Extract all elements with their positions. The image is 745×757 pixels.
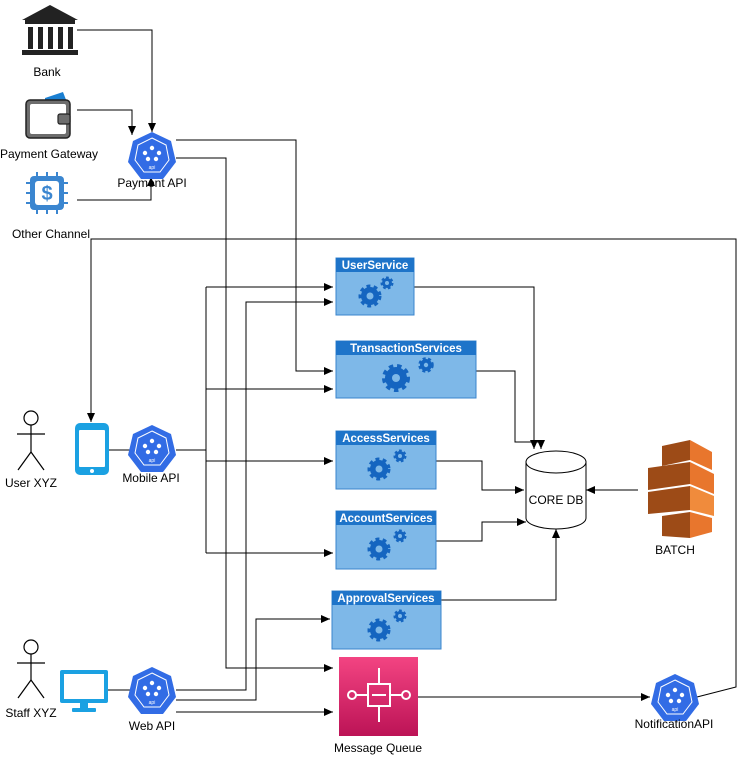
payment-api-icon[interactable]: api: [128, 132, 176, 179]
web-api-label: Web API: [129, 719, 175, 733]
account-services-box[interactable]: AccountServices: [335, 510, 437, 570]
bank-icon: [22, 5, 78, 55]
edge-access-to-db: [436, 460, 524, 494]
core-db-label: CORE DB: [529, 493, 584, 507]
svg-text:api: api: [149, 700, 156, 706]
svg-text:api: api: [149, 458, 156, 464]
mobile-api-label: Mobile API: [122, 471, 179, 485]
notification-api-icon[interactable]: api: [651, 674, 699, 721]
gear-icon: [367, 529, 407, 561]
edge-payment-to-mq: [176, 157, 333, 672]
gear-icon: [358, 276, 394, 308]
message-queue-label: Message Queue: [334, 741, 422, 755]
core-db-cylinder[interactable]: CORE DB: [525, 450, 587, 530]
payment-api-label: Payment API: [117, 176, 186, 190]
edge-payment-to-transaction: [176, 139, 333, 375]
gear-icon: [382, 357, 434, 392]
edge-notification-to-phone: [87, 238, 737, 698]
svg-text:api: api: [672, 707, 679, 713]
approval-services-title: ApprovalServices: [337, 593, 434, 605]
message-queue-icon[interactable]: [339, 657, 418, 736]
user-label: User XYZ: [5, 476, 57, 490]
edge-approval-to-db: [441, 529, 560, 601]
user-service-box[interactable]: UserService: [335, 257, 415, 316]
edge-user-to-db: [414, 286, 538, 449]
user-actor-icon: [17, 410, 45, 471]
notification-api-label: NotificationAPI: [635, 717, 714, 731]
dollar-chip-icon: $: [26, 172, 68, 214]
payment-gateway-label: Payment Gateway: [0, 147, 98, 161]
edge-transaction-to-db: [476, 370, 545, 449]
edge-web-to-user: [176, 298, 333, 691]
svg-text:api: api: [149, 165, 156, 171]
connectors: [77, 29, 737, 716]
edge-gateway-to-payment-api: [77, 109, 136, 135]
web-api-icon[interactable]: api: [128, 667, 176, 714]
access-services-box[interactable]: AccessServices: [335, 430, 437, 490]
smartphone-icon: [75, 423, 109, 475]
staff-label: Staff XYZ: [5, 706, 56, 720]
edge-account-to-db: [436, 518, 526, 542]
staff-actor-icon: [17, 639, 45, 699]
approval-services-box[interactable]: ApprovalServices: [331, 590, 442, 650]
transaction-services-box[interactable]: TransactionServices: [335, 340, 477, 399]
edge-web-to-approval: [176, 615, 330, 701]
edge-bank-to-payment-api: [77, 29, 156, 132]
mobile-api-icon[interactable]: api: [128, 425, 176, 472]
user-service-title: UserService: [342, 260, 409, 272]
other-channel-label: Other Channel: [12, 227, 90, 241]
account-services-title: AccountServices: [339, 513, 432, 525]
batch-icon[interactable]: [648, 440, 714, 538]
monitor-icon: [60, 670, 108, 712]
wallet-icon: [25, 92, 71, 139]
batch-label: BATCH: [655, 543, 695, 557]
svg-text:$: $: [41, 183, 52, 205]
gear-icon: [367, 609, 407, 642]
access-services-title: AccessServices: [342, 433, 430, 445]
edge-other-to-payment-api: [77, 177, 155, 201]
gear-icon: [367, 449, 407, 481]
transaction-services-title: TransactionServices: [350, 343, 462, 355]
bank-label: Bank: [33, 65, 61, 79]
